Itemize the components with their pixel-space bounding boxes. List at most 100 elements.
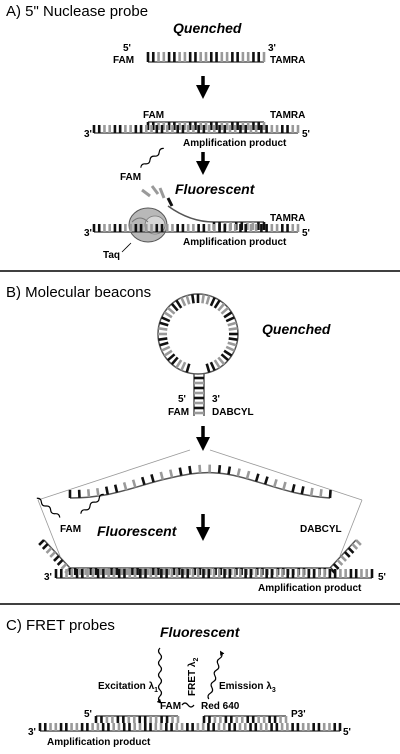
base-tick: [209, 297, 216, 307]
base-tick: [166, 306, 176, 315]
base-tick: [225, 316, 235, 323]
a-prod1-3prime: 3': [84, 129, 92, 140]
base-tick: [56, 559, 64, 566]
base-tick: [236, 468, 241, 477]
base-tick: [198, 464, 202, 473]
a-fam-wavy-line: [140, 147, 164, 168]
c-donor-probe-bases: [94, 716, 180, 723]
c-red640-label: Red 640: [201, 701, 240, 712]
base-tick: [185, 363, 191, 373]
base-tick: [166, 353, 176, 362]
base-tick: [178, 467, 183, 476]
b-bound-beacon-left-arm-bases: [38, 539, 71, 574]
a-probe-strand-1: [146, 52, 266, 63]
a-probe1-5prime: 5': [123, 43, 131, 54]
base-tick: [180, 297, 187, 307]
c-fret-squiggle: [181, 702, 195, 708]
a-probe1-tamra: TAMRA: [270, 55, 305, 66]
c-donor-probe: [94, 715, 180, 723]
c-prod-3prime: 3': [28, 727, 36, 738]
c-amplification-strand-bases: [38, 723, 342, 731]
b-beacon-stem: [193, 374, 205, 416]
base-tick: [159, 321, 169, 327]
a-hyb-fam: FAM: [143, 110, 164, 121]
c-p3-label: P3': [291, 709, 306, 720]
base-tick: [158, 337, 168, 341]
base-tick: [340, 555, 347, 562]
base-tick: [205, 363, 211, 373]
base-tick: [227, 321, 237, 327]
b-beacon-fam: FAM: [168, 407, 189, 418]
c-prod-label: Amplification product: [47, 737, 151, 748]
base-tick: [217, 302, 226, 312]
a-prod1-label: Amplification product: [183, 138, 287, 149]
section-c-title: C) FRET probes: [6, 617, 115, 634]
base-tick: [45, 547, 53, 554]
a-released-fragments: [141, 185, 174, 207]
base-tick: [309, 487, 314, 497]
base-tick: [254, 473, 260, 482]
base-tick: [170, 302, 179, 312]
base-tick: [180, 361, 187, 371]
base-tick: [347, 547, 355, 554]
base-tick: [201, 294, 205, 304]
base-tick: [227, 341, 237, 347]
base-tick: [209, 361, 216, 371]
b-beacon-3prime: 3': [212, 394, 220, 405]
base-tick: [332, 563, 340, 570]
base-tick: [159, 341, 169, 347]
b-bound-beacon-right-arm: [329, 539, 362, 574]
a-lifted-probe: [167, 205, 215, 223]
a-amplification-strand-1: [92, 125, 300, 134]
section-b-fluorescent-label: Fluorescent: [97, 523, 178, 539]
base-tick: [343, 551, 351, 558]
base-tick: [213, 359, 221, 369]
base-tick: [225, 345, 235, 352]
base-tick: [351, 543, 359, 550]
b-prod-label: Amplification product: [258, 583, 362, 594]
base-tick: [122, 482, 128, 491]
base-tick: [220, 306, 230, 315]
base-tick: [86, 489, 91, 498]
base-tick: [170, 356, 179, 366]
base-tick: [245, 470, 251, 480]
b-fam-wavy-1: [36, 497, 61, 518]
a-probe-strand-2-bases: [146, 122, 266, 130]
c-emission-label: Emission λ3: [219, 681, 276, 694]
base-tick: [213, 299, 221, 309]
b-prod-3prime: 3': [44, 572, 52, 583]
b-open-dabcyl: DABCYL: [300, 524, 342, 535]
a-cleave-tamra: TAMRA: [270, 213, 305, 224]
section-b-title: B) Molecular beacons: [6, 284, 151, 301]
b-open-fam: FAM: [60, 524, 81, 535]
b-fam-wavy-2: [80, 493, 104, 514]
base-tick: [282, 481, 287, 491]
a-taq-label: Taq: [103, 250, 120, 261]
c-excitation-label: Excitation λ1: [98, 681, 158, 694]
a-prod2-label: Amplification product: [183, 237, 287, 248]
base-tick: [217, 356, 226, 366]
base-tick: [140, 476, 146, 486]
b-beacon-dabcyl: DABCYL: [212, 407, 254, 418]
section-c: C) FRET probes Fluorescent Excitation λ1…: [6, 617, 351, 748]
base-tick: [185, 295, 191, 305]
a-probe1-fam: FAM: [113, 55, 134, 66]
base-tick: [319, 489, 323, 498]
base-tick: [163, 349, 173, 357]
a-probe-strand-1-bases: [146, 52, 266, 62]
b-prod-5prime: 5': [378, 572, 386, 583]
c-fam-label: FAM: [160, 701, 181, 712]
section-b-quenched-label: Quenched: [262, 321, 331, 337]
base-tick: [188, 465, 192, 475]
a-prod2-3prime: 3': [84, 228, 92, 239]
base-tick: [95, 487, 100, 497]
a-released-fam: FAM: [120, 172, 141, 183]
base-tick: [104, 486, 110, 495]
base-tick: [163, 311, 173, 319]
base-tick: [205, 295, 211, 305]
base-tick: [228, 337, 238, 341]
b-amplification-strand: [54, 569, 374, 579]
base-tick: [336, 559, 344, 566]
base-tick: [223, 349, 233, 357]
